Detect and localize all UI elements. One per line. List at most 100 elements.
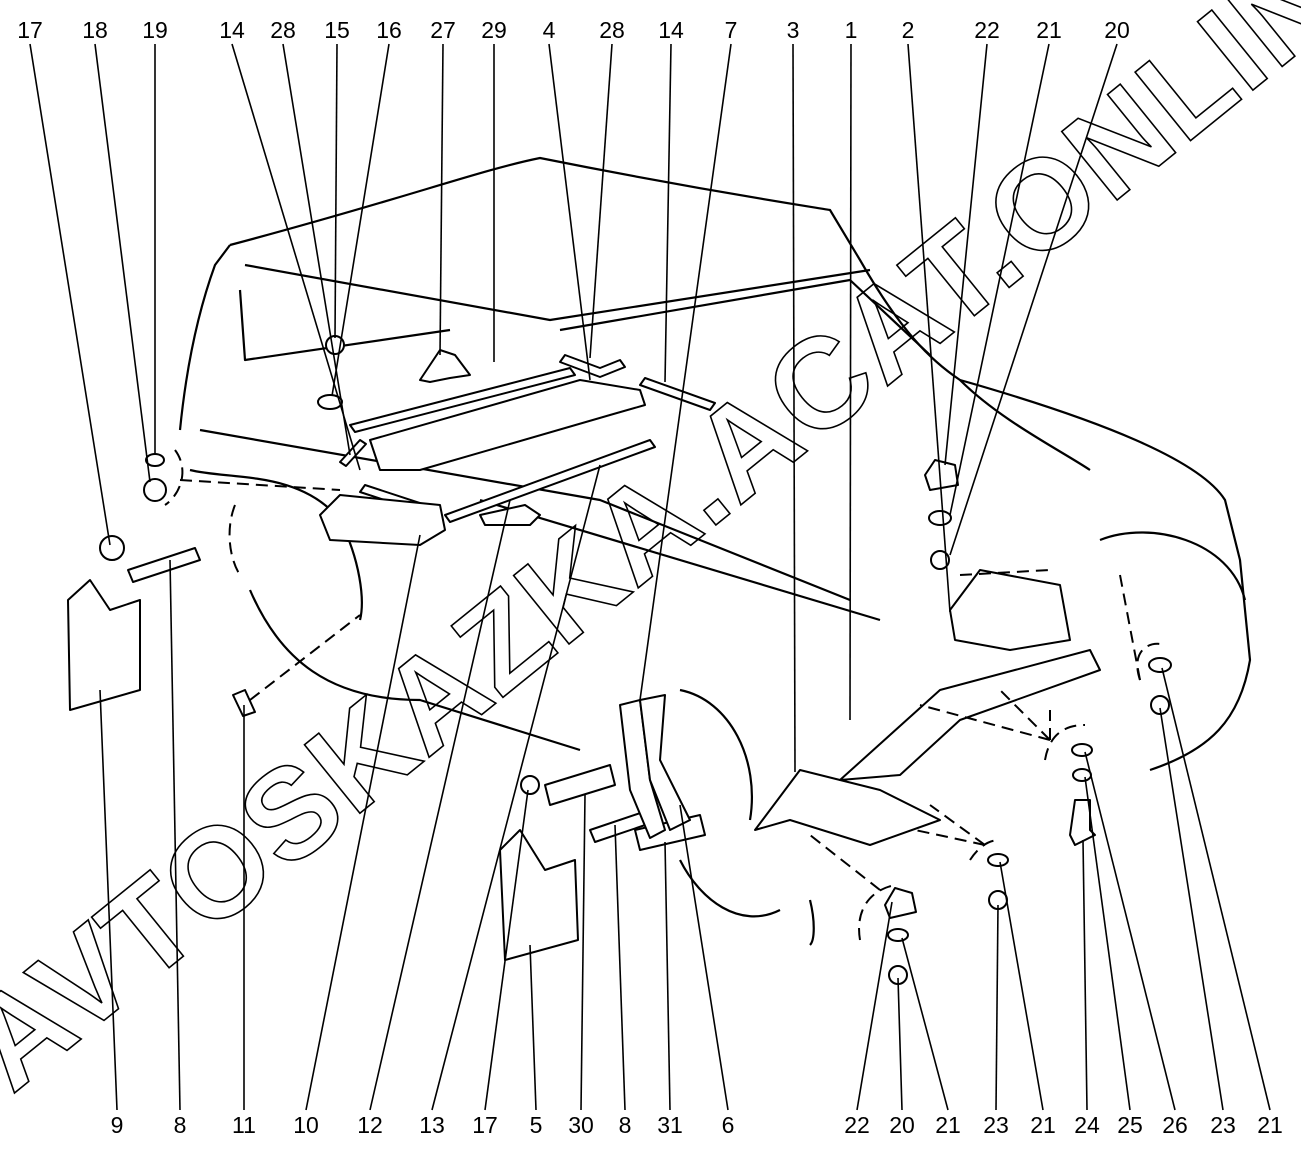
floor-panel-4 xyxy=(369,379,646,471)
leader-line-13 xyxy=(431,464,601,1111)
washer-25 xyxy=(1072,768,1092,782)
leader-line-9 xyxy=(99,689,118,1111)
callout-22: 22 xyxy=(974,17,1000,43)
assembly-arrows xyxy=(164,449,1166,941)
leader-line-21 xyxy=(1161,667,1271,1111)
leader-line-26 xyxy=(1084,751,1176,1111)
callout-23: 23 xyxy=(983,1112,1009,1138)
callout-21: 21 xyxy=(1036,17,1062,43)
leader-line-21 xyxy=(999,861,1044,1111)
callout-25: 25 xyxy=(1117,1112,1143,1138)
nut-17 xyxy=(99,535,125,561)
washer-21 xyxy=(928,510,952,526)
arch-liner-6 xyxy=(639,694,691,831)
callout-12: 12 xyxy=(357,1112,383,1138)
strip-8 xyxy=(127,547,201,583)
leader-line-5 xyxy=(529,944,537,1111)
nut-19 xyxy=(145,453,165,467)
seal-strip-29 xyxy=(349,367,576,433)
callout-28: 28 xyxy=(270,17,296,43)
bracket-22 xyxy=(924,459,959,491)
callout-29: 29 xyxy=(481,17,507,43)
callout-20: 20 xyxy=(889,1112,915,1138)
callout-27: 27 xyxy=(430,17,456,43)
leader-line-17 xyxy=(484,789,529,1111)
nut-17b xyxy=(520,775,540,795)
parts xyxy=(67,335,1172,985)
clip-11 xyxy=(232,689,256,717)
callout-6: 6 xyxy=(722,1112,735,1138)
bracket-27 xyxy=(419,349,471,383)
leader-line-8 xyxy=(614,824,626,1111)
seal-28b xyxy=(339,439,367,467)
guard-1 xyxy=(839,649,1101,781)
leader-line-30 xyxy=(580,794,586,1111)
mudflap-9 xyxy=(67,579,141,711)
leader-line-23 xyxy=(1159,707,1224,1111)
cover-13 xyxy=(479,504,541,526)
leader-line-2 xyxy=(907,43,951,613)
callout-22: 22 xyxy=(844,1112,870,1138)
washer-26 xyxy=(1071,743,1093,757)
washer-21d xyxy=(887,928,909,942)
callout-4: 4 xyxy=(543,17,556,43)
callout-15: 15 xyxy=(324,17,350,43)
callout-14: 14 xyxy=(219,17,245,43)
callout-8: 8 xyxy=(619,1112,632,1138)
callout-26: 26 xyxy=(1162,1112,1188,1138)
leader-line-6 xyxy=(679,804,729,1111)
seal-strip-12 xyxy=(444,439,656,523)
callout-13: 13 xyxy=(419,1112,445,1138)
callout-28: 28 xyxy=(599,17,625,43)
washer-21c xyxy=(987,853,1009,867)
leader-line-24 xyxy=(1082,839,1088,1111)
leader-line-15 xyxy=(334,43,338,339)
callout-19: 19 xyxy=(142,17,168,43)
leader-line-28 xyxy=(589,43,613,359)
nut-18 xyxy=(143,478,167,502)
callout-3: 3 xyxy=(787,17,800,43)
leader-line-1 xyxy=(849,43,852,721)
callout-5: 5 xyxy=(530,1112,543,1138)
callout-1: 1 xyxy=(845,17,858,43)
bolt-20 xyxy=(930,550,950,570)
callout-10: 10 xyxy=(293,1112,319,1138)
leader-line-31 xyxy=(664,841,671,1111)
leader-line-21 xyxy=(901,937,949,1111)
mudflap-5 xyxy=(499,829,579,961)
leader-line-12 xyxy=(369,499,511,1111)
bolt-23 xyxy=(1150,695,1170,715)
seal-28 xyxy=(559,354,626,378)
callout-24: 24 xyxy=(1074,1112,1100,1138)
washer-21b xyxy=(1148,657,1172,673)
leader-line-22 xyxy=(944,43,988,466)
callout-11: 11 xyxy=(232,1112,256,1138)
leader-line-22 xyxy=(856,901,893,1111)
leader-line-27 xyxy=(439,43,444,356)
leader-line-17 xyxy=(29,43,111,546)
callout-14: 14 xyxy=(658,17,684,43)
leader-line-14 xyxy=(231,43,361,471)
leader-lines xyxy=(29,43,1271,1111)
leader-line-20 xyxy=(949,43,1118,556)
callout-8: 8 xyxy=(174,1112,187,1138)
leader-line-21 xyxy=(949,43,1050,516)
callout-31: 31 xyxy=(657,1112,683,1138)
leader-line-14 xyxy=(664,43,672,383)
seal-strip-14 xyxy=(639,377,716,411)
bracket-10 xyxy=(319,494,446,546)
leader-line-4 xyxy=(548,43,591,381)
callout-2: 2 xyxy=(902,17,915,43)
leader-line-25 xyxy=(1084,776,1131,1111)
callout-9: 9 xyxy=(111,1112,124,1138)
strip-30 xyxy=(544,764,616,806)
bracket-2 xyxy=(949,569,1071,651)
callout-17: 17 xyxy=(472,1112,498,1138)
callout-16: 16 xyxy=(376,17,402,43)
callout-20: 20 xyxy=(1104,17,1130,43)
callout-23: 23 xyxy=(1210,1112,1236,1138)
callout-21: 21 xyxy=(1030,1112,1056,1138)
